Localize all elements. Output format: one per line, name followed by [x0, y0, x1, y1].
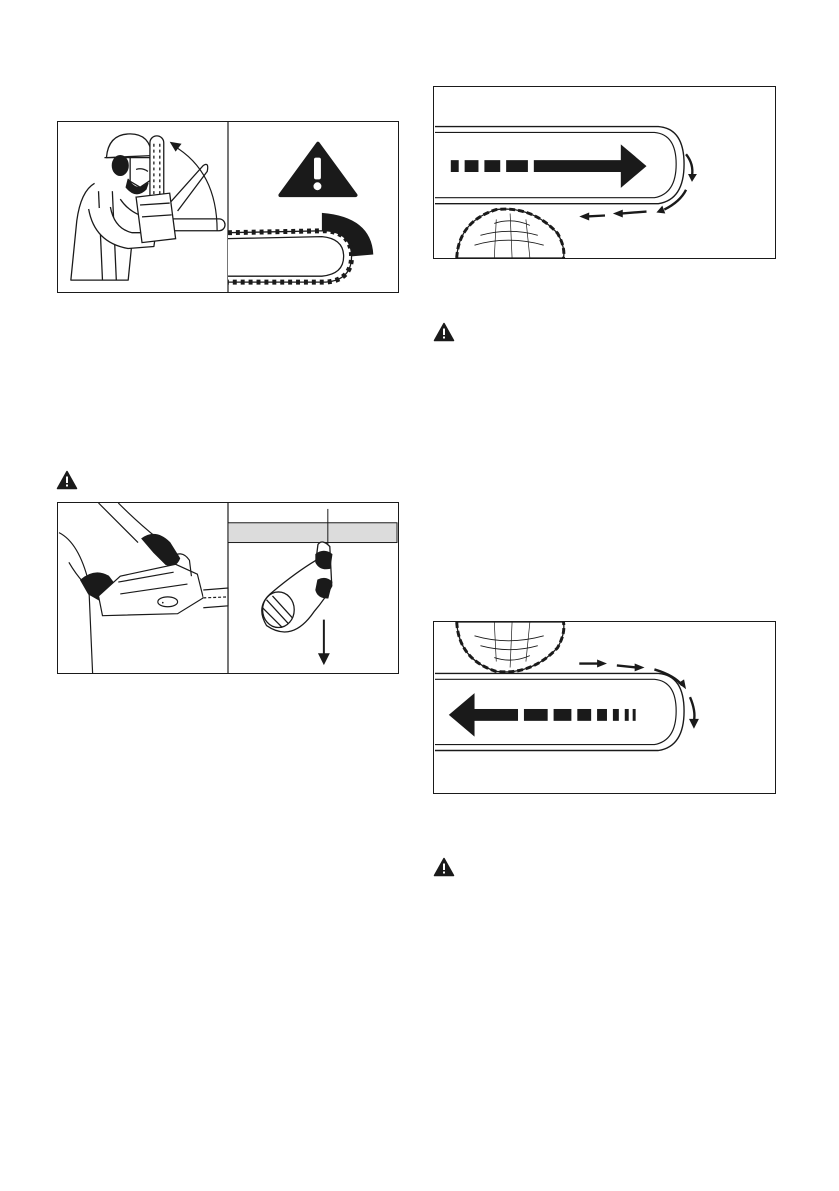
pulling-chain-illustration [433, 86, 776, 259]
pulling-chain-illustration-drawing [434, 87, 775, 258]
warning-triangle-icon [433, 857, 455, 877]
pushing-chain-illustration-drawing [434, 622, 775, 793]
kickback-illustration-drawing [58, 122, 398, 292]
left-arrow-icon [449, 693, 636, 736]
kickback-illustration [57, 121, 399, 293]
chainsaw-icon: • [99, 554, 228, 616]
pushing-chain-illustration [433, 621, 776, 794]
chain-brake-illustration: • [57, 502, 399, 674]
down-arrow-icon [318, 620, 330, 665]
log-icon [457, 209, 564, 258]
chain-brake-illustration-drawing: • [58, 503, 398, 673]
log-icon [457, 622, 564, 672]
chainsaw-icon [136, 136, 225, 243]
warning-triangle-icon [280, 144, 355, 195]
warning-triangle-icon [56, 470, 78, 490]
svg-text:•: • [162, 601, 164, 607]
warning-triangle-icon [433, 322, 455, 342]
guide-bar-icon [228, 231, 352, 282]
right-arrow-icon [451, 144, 647, 187]
